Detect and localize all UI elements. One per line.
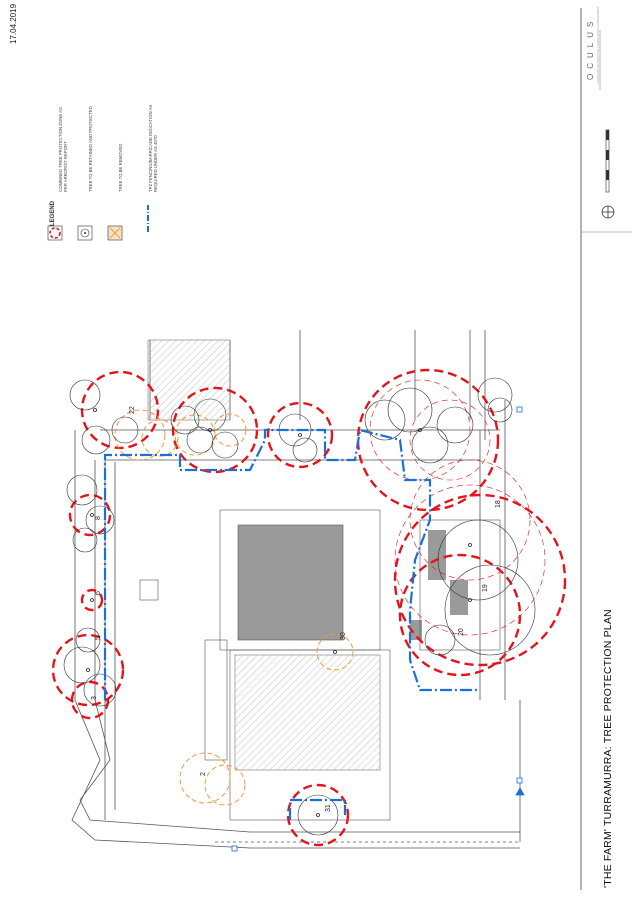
tree-label: 6	[95, 591, 102, 595]
brand-name: OCULUS	[586, 16, 595, 80]
building	[139, 509, 501, 821]
legend-item-removed: TREE TO BE REMOVED	[118, 143, 123, 192]
paved-area	[234, 654, 381, 771]
legend-heading: LEGEND	[50, 200, 56, 226]
tree-label: 20	[458, 628, 465, 636]
legend-item-tpz: COMBINED TREE PROTECTION ZONE AS PER ARB…	[58, 107, 68, 192]
tree-label: 8	[95, 516, 102, 520]
legend-item-fence: TPZ FENCING/BARRICADE INDICATION AS REQU…	[148, 104, 158, 192]
legend-item-retained: TREE TO BE RETAINED AND PROTECTED	[88, 106, 93, 192]
tpz-fence-line	[103, 428, 480, 700]
tree-label: 30	[340, 632, 347, 640]
brand-tagline: LANDSCAPE ARCHITECTURE | URBAN DESIGN | …	[597, 7, 600, 84]
tpz-circles	[51, 368, 567, 847]
date-stamp: 17.04.2019	[9, 3, 18, 44]
tree-label: 18	[495, 500, 502, 508]
survey-markers	[231, 406, 525, 852]
paved-area	[147, 339, 231, 421]
tree-markers	[86, 408, 472, 817]
sheet-title: 'THE FARM' TURRAMURRA: TREE PROTECTION P…	[602, 609, 614, 888]
scale-bar	[605, 129, 610, 193]
tree-label: 19	[482, 584, 489, 592]
tree-label: 3	[91, 696, 98, 700]
tree-label: 5	[95, 636, 102, 640]
north-arrow-icon	[601, 205, 615, 219]
legend-symbols	[47, 205, 149, 241]
tree-label: 31	[325, 804, 332, 812]
tree-label: 2	[200, 772, 207, 776]
tree-label: 22	[129, 406, 136, 414]
tree-canopies	[63, 377, 536, 836]
